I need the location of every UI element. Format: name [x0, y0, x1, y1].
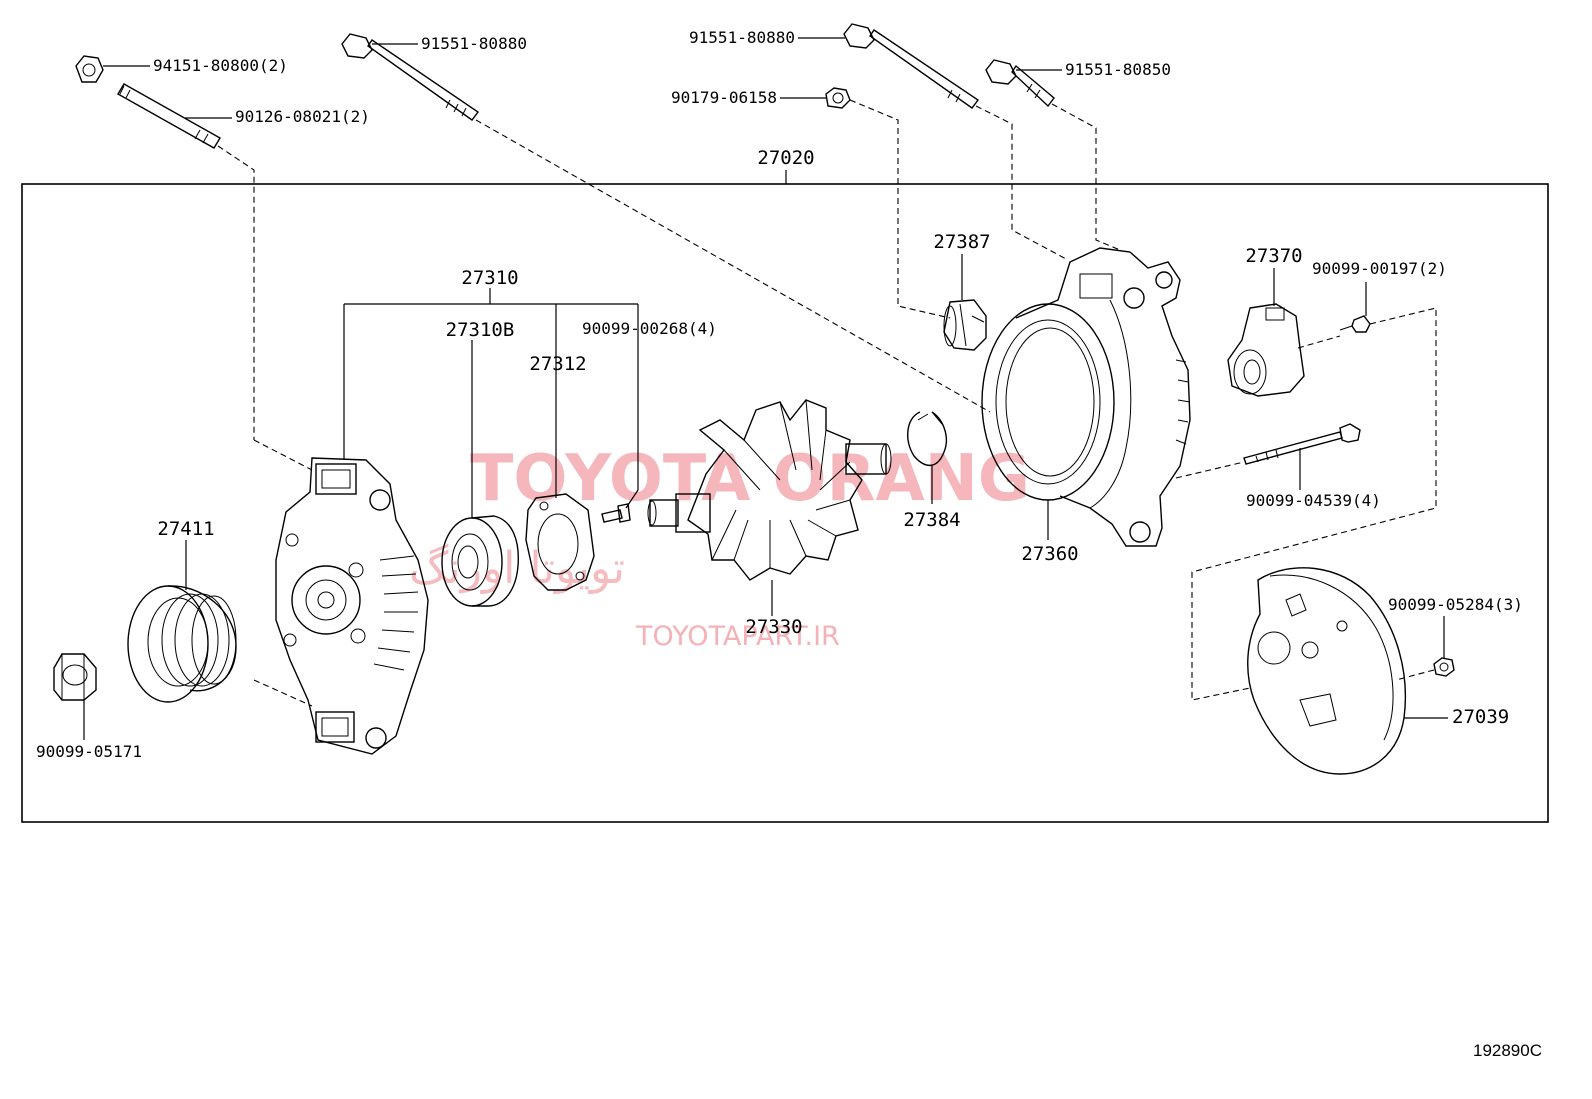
bolt-04539-icon[interactable]: [1243, 423, 1361, 465]
label-27384[interactable]: 27384: [903, 509, 960, 531]
bolt-91551-80880-left-icon[interactable]: [341, 33, 480, 121]
pulley-nut-icon[interactable]: [53, 653, 97, 701]
screw-00268-icon[interactable]: [601, 503, 631, 523]
bolt-91551-80880-right-icon[interactable]: [843, 23, 980, 109]
label-90179-06158[interactable]: 90179-06158: [671, 88, 777, 107]
label-90099-00268[interactable]: 90099-00268(4): [582, 319, 717, 338]
label-27312[interactable]: 27312: [529, 353, 586, 375]
label-27330[interactable]: 27330: [745, 616, 802, 638]
snap-ring-icon[interactable]: [907, 411, 948, 466]
rear-end-cover-icon[interactable]: [1247, 567, 1407, 775]
watermark-url: TOYOTAPART.IR: [635, 621, 840, 652]
label-90126-08021[interactable]: 90126-08021(2): [235, 107, 370, 126]
label-27039[interactable]: 27039: [1452, 706, 1509, 728]
bolt-91551-80850-icon[interactable]: [985, 59, 1055, 108]
label-27360[interactable]: 27360: [1021, 543, 1078, 565]
nut-90179-icon[interactable]: [825, 87, 851, 109]
label-27370[interactable]: 27370: [1245, 245, 1302, 267]
label-27310[interactable]: 27310: [461, 267, 518, 289]
label-27387[interactable]: 27387: [933, 231, 990, 253]
label-91551-80880-right[interactable]: 91551-80880: [689, 28, 795, 47]
diagram-code: 192890C: [1473, 1041, 1542, 1060]
assembly-frame: [21, 183, 1549, 823]
pulley-icon[interactable]: [127, 585, 237, 703]
watermark-persian: تویوتا اورنگ: [409, 543, 625, 594]
rectifier-end-frame-icon[interactable]: [981, 247, 1191, 547]
label-90099-00197[interactable]: 90099-00197(2): [1312, 259, 1447, 278]
stud-90126-icon[interactable]: [117, 83, 221, 149]
label-94151-80800[interactable]: 94151-80800(2): [153, 56, 288, 75]
nut-94151-icon[interactable]: [75, 55, 104, 83]
label-91551-80850[interactable]: 91551-80850: [1065, 60, 1171, 79]
brush-holder-icon[interactable]: [1227, 303, 1305, 397]
watermark: TOYOTA ORANG تویوتا اورنگ TOYOTAPART.IR: [409, 442, 1030, 652]
screw-00197-icon[interactable]: [1339, 315, 1371, 333]
label-90099-05284[interactable]: 90099-05284(3): [1388, 595, 1523, 614]
label-27411[interactable]: 27411: [157, 518, 214, 540]
drive-end-frame-icon[interactable]: [275, 457, 429, 755]
label-91551-80880-left[interactable]: 91551-80880: [421, 34, 527, 53]
label-27020[interactable]: 27020: [757, 147, 814, 169]
retainer-plate-icon[interactable]: [525, 493, 595, 591]
rotor-icon[interactable]: [647, 399, 892, 581]
terminal-insulator-icon[interactable]: [943, 299, 987, 351]
label-90099-04539[interactable]: 90099-04539(4): [1246, 491, 1381, 510]
label-90099-05171[interactable]: 90099-05171: [36, 742, 142, 761]
label-27310B[interactable]: 27310B: [446, 319, 515, 341]
nut-05284-icon[interactable]: [1433, 657, 1455, 677]
